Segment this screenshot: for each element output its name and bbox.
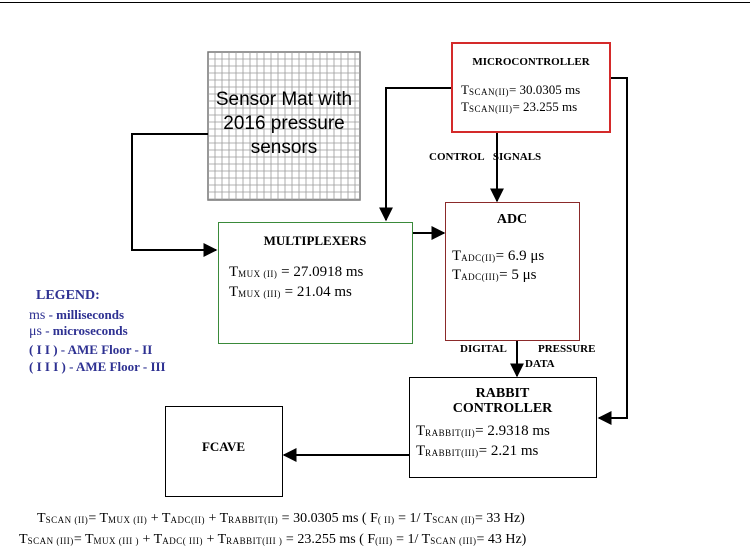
legend-title: LEGEND: xyxy=(36,288,100,303)
sensor-mat-line-1: Sensor Mat with xyxy=(215,89,353,110)
adc-time-iii: TADC(III)= 5 μs xyxy=(452,267,537,283)
data-label: DATA xyxy=(525,358,555,370)
adc-title: ADC xyxy=(496,212,528,227)
legend-ms: ms - milliseconds xyxy=(29,307,125,323)
pressure-label: PRESSURE xyxy=(538,343,596,355)
sensor-mat-line-3: sensors xyxy=(250,137,318,158)
rabbit-controller-box: RABBIT CONTROLLER TRABBIT(II)= 2.9318 ms… xyxy=(409,377,597,478)
control-signals-label: CONTROL SIGNALS xyxy=(429,151,542,163)
fcave-title: FCAVE xyxy=(201,439,246,454)
equation-scan-iii: TSCAN (III)= TMUX (III ) + TADC( III) + … xyxy=(19,532,527,547)
microcontroller-title: MICROCONTROLLER xyxy=(472,56,590,68)
arrow-micro-to-mux xyxy=(379,87,452,222)
fcave-box: FCAVE xyxy=(165,406,283,497)
microcontroller-tscan-ii: TSCAN(II)= 30.0305 ms xyxy=(461,82,581,97)
multiplexers-time-ii: TMUX (II) = 27.0918 ms xyxy=(229,264,364,280)
top-border-line xyxy=(0,2,750,3)
rabbit-title-2: CONTROLLER xyxy=(452,401,553,416)
rabbit-time-iii: TRABBIT(III)= 2.21 ms xyxy=(416,443,539,459)
digital-label: DIGITAL xyxy=(460,343,507,355)
adc-box: ADC TADC(II)= 6.9 μs TADC(III)= 5 μs xyxy=(445,202,580,341)
multiplexers-box: MULTIPLEXERS TMUX (II) = 27.0918 ms TMUX… xyxy=(218,222,413,344)
multiplexers-time-iii: TMUX (III) = 21.04 ms xyxy=(229,284,352,300)
microcontroller-box: MICROCONTROLLER TSCAN(II)= 30.0305 ms TS… xyxy=(451,42,611,133)
legend-floor-iii: ( I I I ) - AME Floor - III xyxy=(29,359,166,374)
arrow-mat-to-mux xyxy=(131,133,218,257)
legend-floor-ii: ( I I ) - AME Floor - II xyxy=(29,342,153,357)
sensor-mat-line-2: 2016 pressure xyxy=(223,113,345,134)
legend-us: μs - microseconds xyxy=(29,323,128,339)
equation-scan-ii: TSCAN (II)= TMUX (II) + TADC(II) + TRABB… xyxy=(37,511,525,526)
adc-time-ii: TADC(II)= 6.9 μs xyxy=(452,248,545,264)
multiplexers-title: MULTIPLEXERS xyxy=(263,233,367,248)
rabbit-title-1: RABBIT xyxy=(475,386,530,401)
rabbit-time-ii: TRABBIT(II)= 2.9318 ms xyxy=(416,423,550,439)
sensor-mat-label: Sensor Mat with 2016 pressure sensors xyxy=(210,88,358,160)
microcontroller-tscan-iii: TSCAN(III)= 23.255 ms xyxy=(461,99,578,114)
arrow-micro-to-rabbit xyxy=(597,77,628,425)
